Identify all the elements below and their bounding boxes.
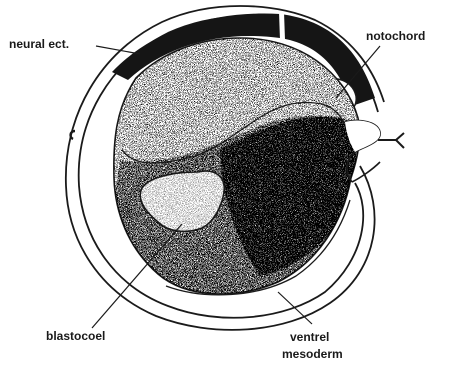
- label-ventral-line1: ventrel: [282, 329, 343, 346]
- inner-mass: [100, 30, 370, 310]
- left-tick-mark: [71, 131, 75, 139]
- label-neural-ectoderm: neural ect.: [9, 38, 69, 50]
- leader-ventral-mesoderm: [278, 292, 312, 324]
- label-blastocoel: blastocoel: [46, 330, 105, 342]
- label-ventral-mesoderm: ventrel mesoderm: [282, 329, 343, 363]
- label-ventral-line2: mesoderm: [282, 346, 343, 363]
- label-notochord: notochord: [366, 30, 425, 42]
- blastopore-arrow-icon: [378, 133, 404, 148]
